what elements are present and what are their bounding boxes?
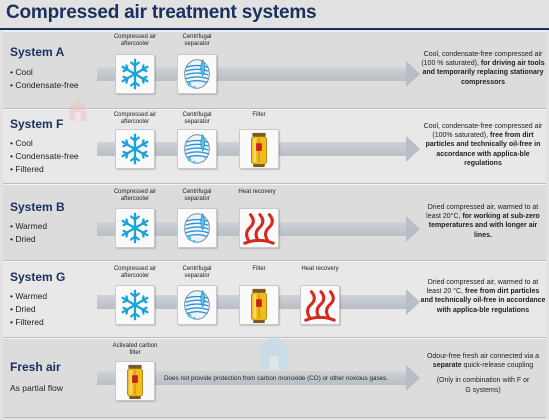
system-f-feature: • Condensate-free — [10, 151, 79, 161]
snowflake-icon — [116, 55, 154, 93]
fresh-air-carbon-tile — [115, 361, 155, 401]
system-b-heat-label: Heat recovery — [238, 189, 276, 195]
system-a-name: System A — [10, 45, 65, 59]
fresh-air-subtitle: As partial flow — [10, 383, 63, 393]
system-b-heat-tile — [239, 208, 279, 248]
system-f-aftercooler-tile — [115, 129, 155, 169]
heat-recovery-icon — [301, 286, 339, 324]
system-g-desc-bold: free from dirt particles and technically… — [420, 288, 546, 314]
system-g-description: Dried compressed air, warmed to at least… — [420, 278, 546, 315]
fresh-air-description: Odour-free fresh air connected via a sep… — [420, 352, 546, 395]
system-f-name: System F — [10, 117, 64, 131]
centrifugal-separator-icon — [178, 130, 216, 168]
system-f-desc-bold: free from dirt particles and technically… — [425, 132, 541, 167]
snowflake-icon — [116, 286, 154, 324]
system-g-heat-tile — [300, 285, 340, 325]
system-f-feature: • Cool — [10, 138, 33, 148]
system-b-description: Dried compressed air, warmed to at least… — [420, 203, 546, 240]
title-underline — [0, 28, 549, 30]
system-b-flow-arrow — [406, 216, 420, 242]
system-a-desc-plain: Cool, condensate-free compressed air (10… — [421, 51, 543, 68]
system-b-feature: • Dried — [10, 234, 36, 244]
system-b-aftercooler-tile — [115, 208, 155, 248]
system-a-description: Cool, condensate-free compressed air (10… — [420, 50, 546, 87]
system-g-aftercooler-label: Compressed air aftercooler — [113, 266, 157, 279]
system-b-separator-label: Centrifugal separator — [182, 189, 212, 202]
system-f-flow-arrow — [406, 136, 420, 162]
system-a-flow-arrow — [406, 61, 420, 87]
system-f-filter-label: Filter — [252, 112, 266, 118]
system-f-separator-label: Centrifugal separator — [182, 112, 212, 125]
system-b-desc-plain: Dried compressed air, warmed to at least… — [426, 204, 539, 221]
system-a-separator-tile — [177, 54, 217, 94]
system-b-name: System B — [10, 200, 65, 214]
centrifugal-separator-icon — [178, 209, 216, 247]
system-b-separator-tile — [177, 208, 217, 248]
system-a-aftercooler-label: Compressed air aftercooler — [113, 34, 157, 47]
snowflake-icon — [116, 130, 154, 168]
system-g-feature: • Warmed — [10, 291, 48, 301]
system-a-desc-bold: for driving air tools and temporarily re… — [422, 60, 545, 86]
fresh-air-desc-p2: quick-release coupling — [463, 362, 534, 370]
system-a-feature: • Cool — [10, 67, 33, 77]
filter-cartridge-icon — [240, 130, 278, 168]
house-watermark-icon — [252, 330, 296, 374]
system-f-description: Cool, condensate-free compressed air (10… — [420, 122, 546, 168]
centrifugal-separator-icon — [178, 286, 216, 324]
system-g-filter-label: Filter — [252, 266, 266, 272]
filter-cartridge-icon — [240, 286, 278, 324]
system-a-flow-bar — [97, 67, 408, 81]
heat-recovery-icon — [240, 209, 278, 247]
system-f-desc-plain: Cool, condensate-free compressed air (10… — [423, 123, 543, 140]
system-g-feature: • Dried — [10, 304, 36, 314]
system-f-aftercooler-label: Compressed air aftercooler — [113, 112, 157, 125]
fresh-air-desc-bold: separate — [432, 362, 462, 370]
system-g-feature: • Filtered — [10, 317, 44, 327]
system-g-filter-tile — [239, 285, 279, 325]
activated-carbon-filter-icon — [116, 362, 154, 400]
page-title: Compressed air treatment systems — [6, 2, 317, 23]
system-a-separator-label: Centrifugal separator — [182, 34, 212, 47]
snowflake-icon — [116, 209, 154, 247]
fresh-air-desc-p1: Odour-free fresh air connected via a — [426, 353, 540, 360]
system-b-aftercooler-label: Compressed air aftercooler — [113, 189, 157, 202]
system-g-heat-label: Heat recovery — [301, 266, 339, 272]
fresh-air-flow-arrow — [406, 365, 420, 391]
system-a-feature: • Condensate-free — [10, 80, 79, 90]
system-g-flow-arrow — [406, 289, 420, 315]
system-f-separator-tile — [177, 129, 217, 169]
fresh-air-name: Fresh air — [10, 360, 61, 374]
house-watermark-icon — [64, 96, 92, 124]
system-b-desc-bold: for working at sub-zero temperatures and… — [428, 213, 540, 239]
system-g-aftercooler-tile — [115, 285, 155, 325]
fresh-air-flow-bar — [97, 371, 408, 385]
system-g-separator-tile — [177, 285, 217, 325]
system-b-feature: • Warmed — [10, 221, 48, 231]
fresh-air-note: Does not provide protection from carbon … — [164, 375, 389, 382]
fresh-air-desc-extra: (Only in combination with F or G systems… — [436, 377, 530, 394]
system-g-name: System G — [10, 270, 66, 284]
system-f-feature: • Filtered — [10, 164, 44, 174]
system-f-filter-tile — [239, 129, 279, 169]
system-g-separator-label: Centrifugal separator — [182, 266, 212, 279]
system-a-aftercooler-tile — [115, 54, 155, 94]
fresh-air-carbon-label: Activated carbon filter — [112, 343, 158, 356]
system-g-desc-plain: Dried compressed air, warmed to at least… — [426, 279, 539, 296]
centrifugal-separator-icon — [178, 55, 216, 93]
